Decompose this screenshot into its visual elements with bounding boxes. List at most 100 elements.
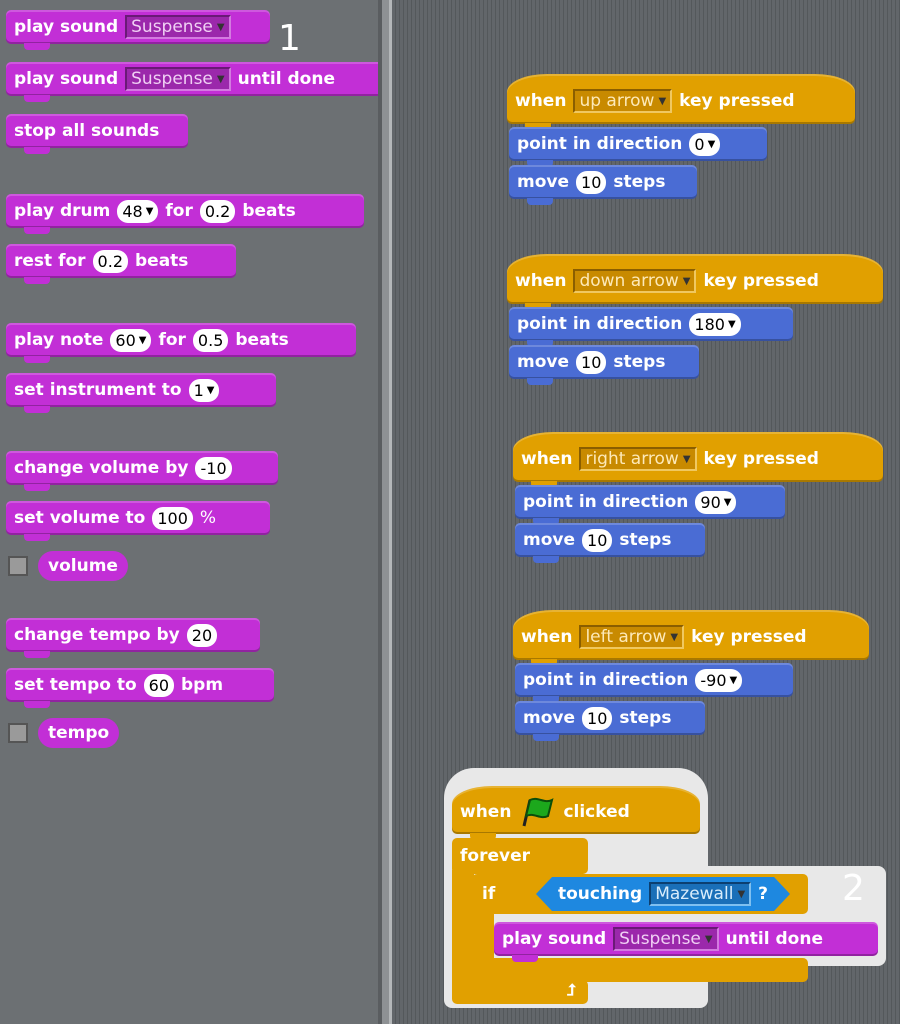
dropdown-value: left arrow [585, 627, 667, 647]
block-label: ? [758, 884, 769, 904]
beats-input[interactable]: 0.5 [192, 328, 229, 352]
forever-block[interactable]: forever [452, 838, 588, 874]
annotation-2: 2 [842, 868, 865, 909]
dropdown-arrow-icon: ▼ [216, 21, 225, 33]
sound-dropdown[interactable]: Suspense▼ [125, 67, 231, 91]
stop-all-sounds-block[interactable]: stop all sounds [6, 114, 188, 154]
tempo-input[interactable]: 20 [186, 623, 218, 647]
green-flag-icon [522, 797, 554, 827]
block-label: change volume by [14, 458, 189, 478]
volume-input[interactable]: -10 [195, 456, 232, 480]
block-label: when [515, 271, 567, 291]
key-dropdown[interactable]: right arrow▼ [579, 447, 697, 471]
drum-dropdown[interactable]: 48▼ [117, 199, 159, 223]
block-label: forever [460, 846, 530, 866]
annotation-1: 1 [278, 18, 301, 59]
when-flag-clicked-hat[interactable]: when clicked [452, 786, 700, 840]
key-dropdown[interactable]: left arrow▼ [579, 625, 685, 649]
set-tempo-block[interactable]: set tempo to 60 bpm [6, 668, 274, 708]
dropdown-arrow-icon: ▼ [670, 631, 679, 643]
pane-divider-scrollbar[interactable] [378, 0, 392, 1024]
direction-dropdown[interactable]: 180▼ [689, 312, 741, 336]
direction-dropdown[interactable]: -90▼ [695, 668, 743, 692]
point-in-direction-block[interactable]: point in direction 90▼ [515, 485, 785, 525]
if-arm [472, 910, 494, 970]
dropdown-arrow-icon: ▼ [138, 334, 147, 346]
block-label: when [460, 802, 512, 822]
dropdown-value: Suspense [131, 69, 213, 89]
tempo-input[interactable]: 60 [143, 673, 174, 697]
key-dropdown[interactable]: up arrow▼ [573, 89, 673, 113]
instrument-dropdown[interactable]: 1▼ [188, 378, 220, 402]
block-label: point in direction [517, 134, 683, 154]
block-label: move [523, 530, 576, 550]
direction-dropdown[interactable]: 90▼ [695, 490, 737, 514]
block-label: beats [235, 330, 289, 350]
point-in-direction-block[interactable]: point in direction-90▼ [515, 663, 793, 703]
block-label: bpm [181, 675, 224, 695]
block-label: beats [135, 251, 189, 271]
block-label: for [165, 201, 193, 221]
steps-input[interactable]: 10 [576, 350, 607, 374]
block-label: steps [619, 708, 672, 728]
dropdown-value: Suspense [131, 17, 213, 37]
note-dropdown[interactable]: 60▼ [110, 328, 152, 352]
direction-dropdown[interactable]: 0▼ [689, 132, 721, 156]
block-label: tempo [48, 723, 110, 743]
block-label: move [523, 708, 576, 728]
dropdown-value: 60 [115, 330, 136, 350]
sound-dropdown[interactable]: Suspense▼ [613, 927, 719, 951]
dropdown-arrow-icon: ▼ [658, 95, 667, 107]
steps-input[interactable]: 10 [576, 170, 607, 194]
dropdown-value: 0 [694, 134, 705, 154]
steps-input[interactable]: 10 [582, 706, 613, 730]
dropdown-arrow-icon: ▼ [682, 453, 691, 465]
sound-dropdown[interactable]: Suspense▼ [125, 15, 231, 39]
dropdown-value: down arrow [579, 271, 679, 291]
block-label: point in direction [523, 492, 689, 512]
beats-input[interactable]: 0.2 [199, 199, 236, 223]
volume-checkbox[interactable] [8, 556, 28, 576]
move-steps-block[interactable]: move 10 steps [515, 701, 705, 741]
block-label: until done [237, 69, 335, 89]
dropdown-value: 1 [193, 380, 204, 400]
block-label: steps [613, 352, 666, 372]
change-volume-block[interactable]: change volume by -10 [6, 451, 278, 491]
sprite-dropdown[interactable]: Mazewall▼ [649, 882, 751, 906]
dropdown-value: Suspense [619, 929, 701, 949]
tempo-reporter[interactable]: tempo [38, 718, 120, 748]
block-label: key pressed [703, 449, 819, 469]
block-label: set volume to [14, 508, 146, 528]
volume-reporter[interactable]: volume [38, 551, 128, 581]
dropdown-value: right arrow [585, 449, 679, 469]
block-label: beats [242, 201, 296, 221]
dropdown-value: -90 [700, 670, 727, 690]
key-dropdown[interactable]: down arrow▼ [573, 269, 697, 293]
beats-input[interactable]: 0.2 [92, 249, 128, 273]
point-in-direction-block[interactable]: point in direction 0▼ [509, 127, 767, 167]
block-label: clicked [563, 802, 630, 822]
tempo-checkbox[interactable] [8, 723, 28, 743]
volume-input[interactable]: 100 [152, 506, 193, 530]
steps-input[interactable]: 10 [582, 528, 613, 552]
block-label: set tempo to [14, 675, 137, 695]
